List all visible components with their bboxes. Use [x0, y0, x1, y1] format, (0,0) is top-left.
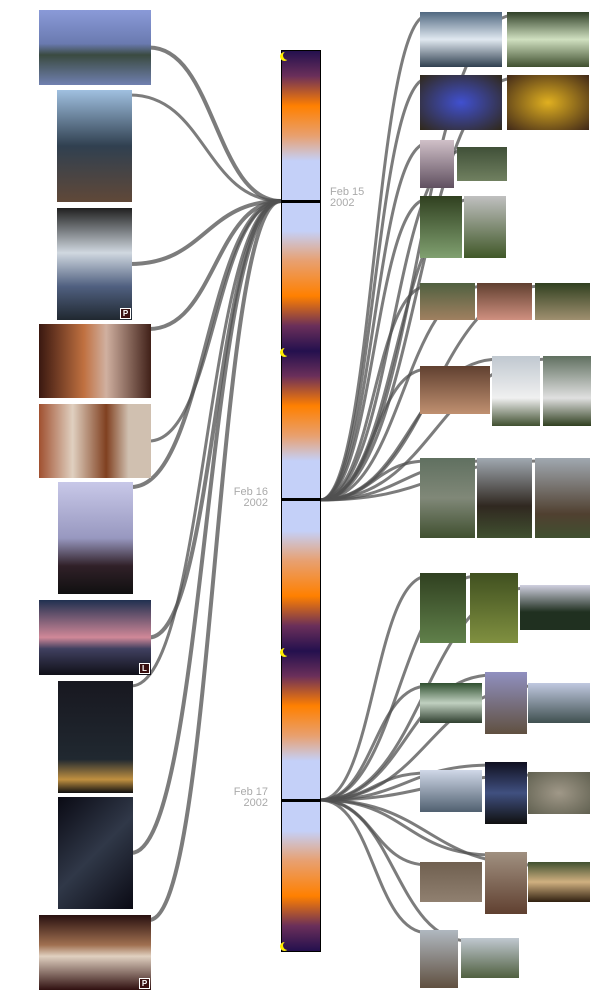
photo-thumbnail[interactable] — [535, 283, 590, 320]
photo-thumbnail[interactable] — [420, 862, 482, 902]
connection-curve — [319, 367, 429, 502]
photo-thumbnail[interactable] — [420, 75, 502, 130]
photo-thumbnail[interactable] — [535, 458, 590, 538]
photo-thumbnail[interactable] — [58, 797, 133, 909]
photo-thumbnail[interactable] — [528, 683, 590, 723]
photo-thumbnail[interactable] — [57, 90, 132, 202]
photo-thumbnail[interactable] — [528, 862, 590, 902]
photo-thumbnail[interactable]: P — [57, 208, 132, 320]
connection-curve — [319, 76, 429, 502]
connection-curve — [148, 45, 282, 203]
day-marker — [281, 200, 321, 203]
photo-thumbnail[interactable] — [520, 585, 590, 630]
photo-thumbnail[interactable] — [58, 482, 133, 594]
photo-thumbnail[interactable] — [492, 356, 540, 426]
connection-curve — [148, 199, 282, 443]
day-marker — [281, 498, 321, 501]
photo-thumbnail[interactable] — [457, 147, 507, 181]
connection-curve — [319, 684, 429, 802]
connection-curve — [130, 199, 282, 489]
connection-curve — [130, 199, 282, 855]
connection-curve — [148, 199, 282, 331]
connection-curve — [319, 197, 429, 502]
photo-thumbnail[interactable] — [420, 683, 482, 723]
connection-curve — [129, 199, 282, 266]
photo-thumbnail[interactable] — [39, 10, 151, 85]
moon-icon — [283, 51, 292, 60]
photo-badge: P — [139, 978, 150, 989]
photo-thumbnail[interactable] — [461, 938, 519, 978]
connection-curve — [319, 574, 429, 802]
photo-thumbnail[interactable] — [477, 458, 532, 538]
day-marker — [281, 799, 321, 802]
photo-thumbnail[interactable] — [470, 573, 518, 643]
photo-thumbnail[interactable] — [485, 762, 527, 824]
photo-thumbnail[interactable] — [420, 366, 490, 414]
photo-thumbnail[interactable] — [420, 196, 462, 258]
photo-thumbnail[interactable] — [464, 196, 506, 258]
connection-curve — [319, 673, 494, 802]
moon-icon — [283, 647, 292, 656]
connection-curve — [148, 199, 282, 922]
photo-thumbnail[interactable] — [420, 573, 466, 643]
photo-thumbnail[interactable] — [528, 772, 590, 814]
photo-thumbnail[interactable]: P — [39, 915, 151, 990]
timeline-bar[interactable] — [281, 50, 321, 952]
photo-thumbnail[interactable] — [485, 672, 527, 734]
photo-thumbnail[interactable] — [420, 770, 482, 812]
photo-thumbnail[interactable] — [420, 12, 502, 67]
connection-curve — [129, 93, 282, 203]
photo-badge: P — [120, 308, 131, 319]
connection-curve — [319, 284, 429, 502]
photo-thumbnail[interactable] — [507, 75, 589, 130]
moon-icon — [283, 347, 292, 356]
connection-curve — [130, 199, 282, 688]
photo-thumbnail[interactable] — [420, 140, 454, 188]
photo-thumbnail[interactable] — [420, 930, 458, 988]
photo-badge: L — [139, 663, 150, 674]
moon-icon — [283, 941, 292, 950]
photo-thumbnail[interactable] — [507, 12, 589, 67]
photo-thumbnail[interactable] — [485, 852, 527, 914]
photo-thumbnail[interactable] — [39, 324, 151, 398]
photo-thumbnail[interactable] — [420, 458, 475, 538]
photo-thumbnail[interactable] — [58, 681, 133, 793]
photo-thumbnail[interactable] — [477, 283, 532, 320]
photo-thumbnail[interactable] — [543, 356, 591, 426]
photo-thumbnail[interactable]: L — [39, 600, 151, 675]
photo-thumbnail[interactable] — [420, 283, 475, 320]
photo-thumbnail[interactable] — [39, 404, 151, 478]
connection-curve — [319, 798, 429, 935]
